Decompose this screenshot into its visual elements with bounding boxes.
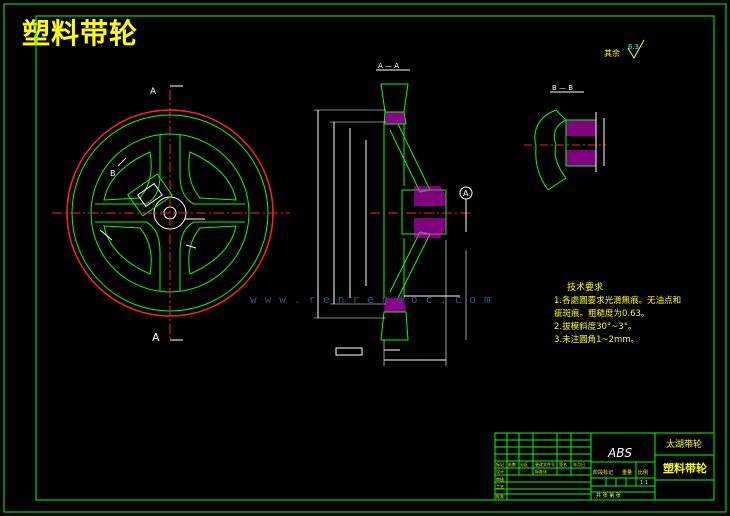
datum-label: A — [463, 189, 469, 198]
tech-req-line2: 疵斑痕。粗糙度为0.63。 — [554, 309, 650, 319]
row-label-5: 年月日 — [573, 461, 585, 467]
review-label: 审核 — [496, 476, 504, 482]
scale-label: 比例 — [638, 469, 648, 476]
material-value: ABS — [607, 446, 632, 460]
stage-label: 阶段标记 — [593, 469, 613, 476]
standard-label: 标准化 — [535, 468, 547, 474]
craft-label: 工艺 — [496, 484, 504, 489]
tech-req-line3: 2.拔模斜度30°~3°。 — [554, 322, 637, 332]
tech-req-line1: 1.各處圓要求光滑無痕。无油点和 — [554, 296, 682, 306]
surface-finish: 其余 6.3 — [604, 39, 645, 59]
section-aa-label: A — A — [378, 62, 399, 70]
row-label-3: 更改文件号 — [535, 461, 555, 467]
section-a-top-label: A — [150, 87, 157, 97]
surface-text: 其余 — [604, 48, 620, 58]
weight-label: 重量 — [622, 469, 632, 476]
front-view: A A B — [52, 85, 290, 344]
company-name: 太湖带轮 — [666, 438, 702, 450]
approve-label: 批准 — [496, 493, 504, 499]
tech-req-line4: 3.未注圓角1~2mm。 — [554, 335, 640, 345]
section-aa-view: A — A — [314, 62, 473, 366]
inner-border — [35, 15, 715, 501]
row-label-0: 标记 — [496, 461, 504, 467]
title-block — [494, 432, 715, 501]
row-label-2: 分区 — [520, 461, 528, 467]
section-bb-label: B — B — [552, 84, 573, 92]
tech-req-heading: 技术要求 — [567, 283, 604, 293]
design-label: 设计 — [496, 468, 504, 474]
section-a-bottom-label: A — [152, 331, 160, 344]
section-b-label: B — [110, 169, 116, 178]
row-label-1: 处数 — [508, 461, 516, 467]
outer-border — [3, 3, 727, 513]
sheet-count: 共 张 第 张 — [596, 492, 621, 499]
drawing-title: 塑料带轮 — [22, 17, 139, 50]
part-name: 塑料带轮 — [663, 461, 707, 475]
scale-value: 1:1 — [640, 480, 648, 486]
watermark-text: www.renrendoc.com — [250, 293, 499, 306]
row-label-4: 签名 — [559, 461, 567, 467]
section-bb-view: B — B — [524, 84, 606, 191]
surface-value: 6.3 — [628, 43, 639, 51]
